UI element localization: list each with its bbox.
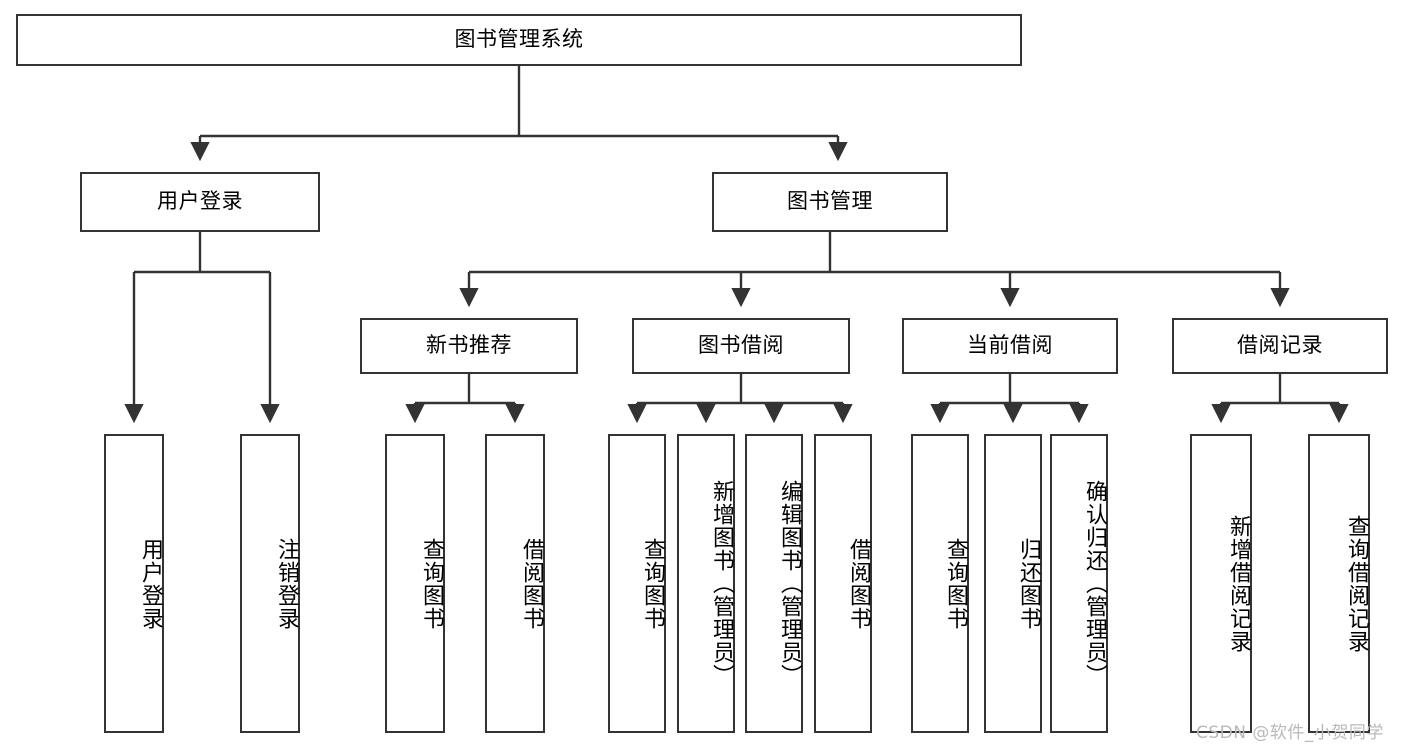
node-leaf-query-book-3[interactable]: 查询图书	[911, 434, 969, 733]
node-leaf-borrow-book-1[interactable]: 借阅图书	[485, 434, 545, 733]
node-book-borrow[interactable]: 图书借阅	[632, 318, 850, 374]
node-leaf-query-book-3-label: 查询图书	[943, 537, 968, 630]
node-current-borrow-label: 当前借阅	[967, 333, 1053, 358]
node-current-borrow[interactable]: 当前借阅	[902, 318, 1118, 374]
node-leaf-borrow-book-2-label: 借阅图书	[846, 537, 871, 630]
node-leaf-query-record[interactable]: 查询借阅记录	[1308, 434, 1370, 733]
node-leaf-borrow-book-2[interactable]: 借阅图书	[814, 434, 872, 733]
node-leaf-edit-book[interactable]: 编辑图书（管理员）	[745, 434, 803, 733]
node-leaf-query-book-1-label: 查询图书	[419, 537, 444, 630]
node-leaf-add-book-label: 新增图书（管理员）	[709, 480, 734, 687]
node-leaf-return-book-label: 归还图书	[1016, 537, 1041, 630]
node-leaf-query-book-2-label: 查询图书	[640, 537, 665, 630]
node-leaf-query-book-1[interactable]: 查询图书	[385, 434, 445, 733]
node-leaf-user-logout[interactable]: 注销登录	[240, 434, 300, 733]
node-user-login-label: 用户登录	[157, 189, 243, 214]
node-new-book-recommend[interactable]: 新书推荐	[360, 318, 578, 374]
node-leaf-query-record-label: 查询借阅记录	[1344, 514, 1369, 653]
node-new-book-recommend-label: 新书推荐	[426, 333, 512, 358]
node-leaf-query-book-2[interactable]: 查询图书	[608, 434, 666, 733]
node-leaf-add-record[interactable]: 新增借阅记录	[1190, 434, 1252, 733]
node-book-manage[interactable]: 图书管理	[712, 172, 948, 232]
node-borrow-record-label: 借阅记录	[1237, 333, 1323, 358]
node-root-label: 图书管理系统	[454, 27, 584, 52]
node-leaf-return-book[interactable]: 归还图书	[984, 434, 1042, 733]
node-leaf-confirm-return-label: 确认归还（管理员）	[1082, 480, 1107, 687]
node-leaf-user-login[interactable]: 用户登录	[104, 434, 164, 733]
node-leaf-user-logout-label: 注销登录	[274, 537, 299, 630]
node-book-manage-label: 图书管理	[787, 189, 873, 214]
node-leaf-add-record-label: 新增借阅记录	[1226, 514, 1251, 653]
node-leaf-add-book[interactable]: 新增图书（管理员）	[677, 434, 735, 733]
node-borrow-record[interactable]: 借阅记录	[1172, 318, 1388, 374]
node-book-borrow-label: 图书借阅	[698, 333, 784, 358]
node-leaf-edit-book-label: 编辑图书（管理员）	[777, 480, 802, 687]
node-leaf-borrow-book-1-label: 借阅图书	[519, 537, 544, 630]
node-leaf-user-login-label: 用户登录	[138, 537, 163, 630]
node-root[interactable]: 图书管理系统	[16, 14, 1022, 66]
node-user-login[interactable]: 用户登录	[80, 172, 320, 232]
watermark: CSDN @软件_小贺同学	[1196, 723, 1384, 743]
node-leaf-confirm-return[interactable]: 确认归还（管理员）	[1050, 434, 1108, 733]
